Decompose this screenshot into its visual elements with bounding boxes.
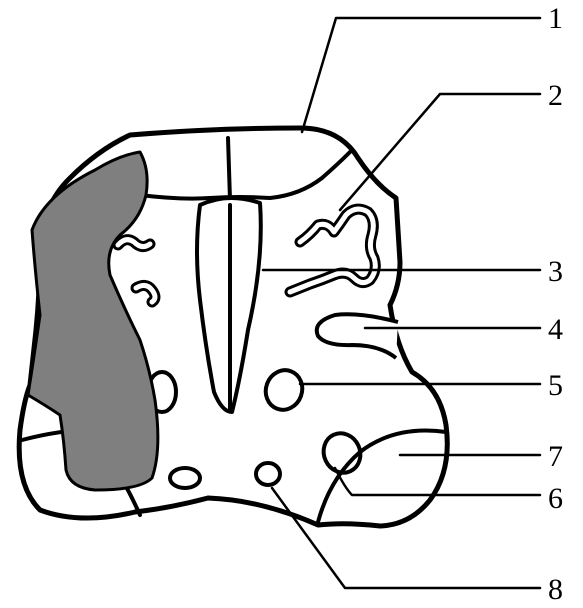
label-4: 4 — [548, 313, 563, 346]
label-1: 1 — [548, 2, 563, 35]
label-7: 7 — [548, 440, 563, 473]
label-5: 5 — [548, 369, 563, 402]
label-3: 3 — [548, 255, 563, 288]
label-8: 8 — [548, 573, 563, 606]
label-2: 2 — [548, 79, 563, 112]
dorsal-midline — [228, 138, 230, 200]
ventral-oval-right — [256, 463, 280, 485]
label-6: 6 — [548, 482, 563, 515]
ventral-oval-left — [170, 468, 200, 488]
